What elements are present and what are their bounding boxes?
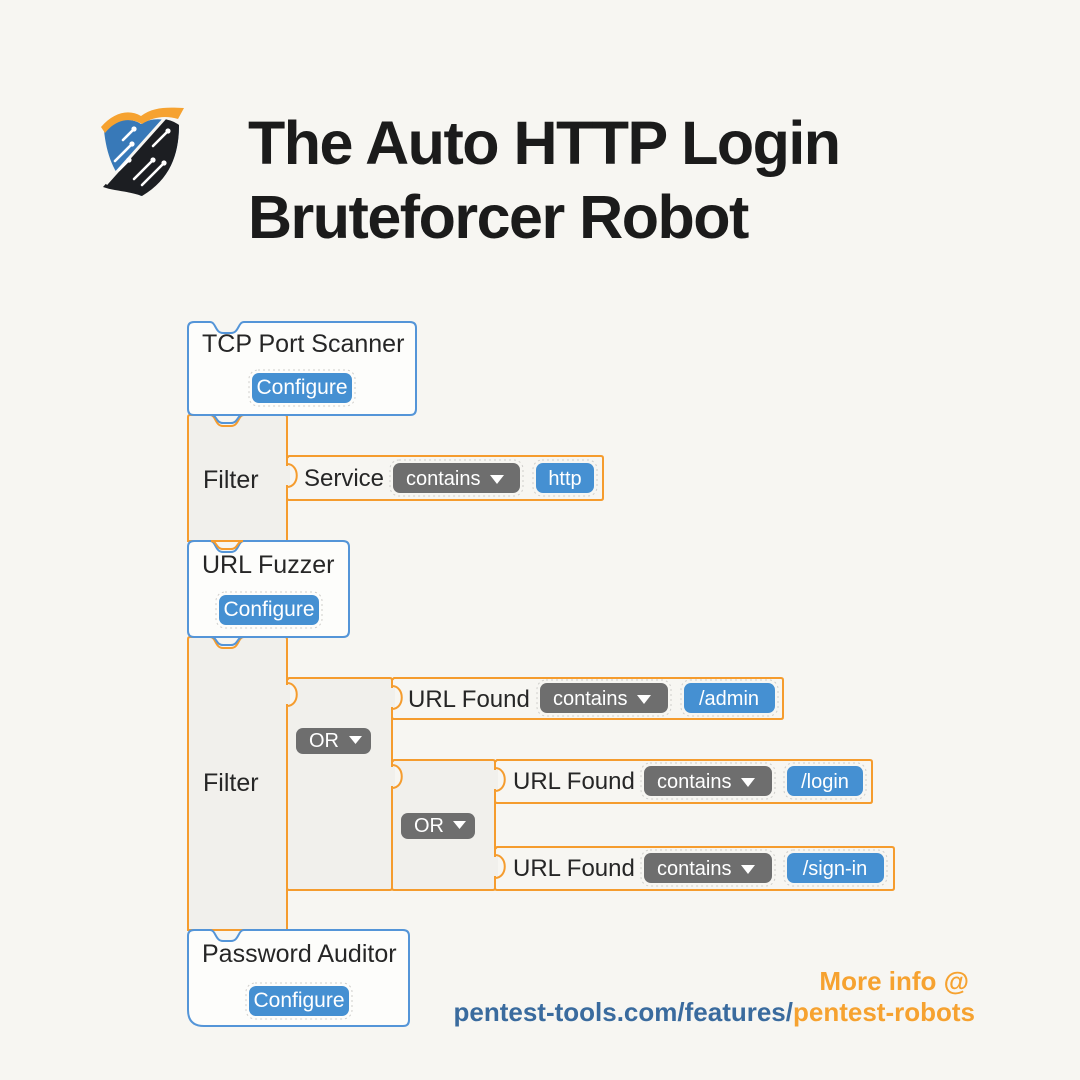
tcp-port-scanner-block[interactable] <box>187 321 417 416</box>
or-outer-group-block[interactable] <box>286 677 393 891</box>
service-operator-dropdown[interactable] <box>393 463 520 493</box>
socket-patch <box>493 857 498 876</box>
page-title-line2: Bruteforcer Robot <box>248 183 749 251</box>
or-outer-dropdown[interactable] <box>296 728 371 754</box>
chip-halo <box>532 459 598 497</box>
auditor-configure-button[interactable] <box>249 986 349 1016</box>
url-admin-field-label: URL Found <box>408 686 530 713</box>
filter2-label: Filter <box>203 769 259 797</box>
chip-halo <box>640 762 776 800</box>
button-halo <box>215 591 323 629</box>
password-auditor-title: Password Auditor <box>202 940 397 968</box>
url-admin-operator-label: contains <box>553 688 628 710</box>
url-login-operator-dropdown[interactable] <box>644 766 772 796</box>
footer-url[interactable]: pentest-tools.com/features/pentest-robot… <box>453 997 975 1028</box>
shield-rim <box>101 107 184 133</box>
tcp-configure-label: Configure <box>256 376 347 399</box>
dropdown-caret-icon <box>490 475 504 484</box>
socket-patch <box>285 685 290 704</box>
url-signin-field-label: URL Found <box>513 855 635 882</box>
tcp-port-scanner-title: TCP Port Scanner <box>202 330 404 358</box>
url-signin-operator-label: contains <box>657 858 732 880</box>
button-halo <box>245 982 353 1020</box>
footer-url-prefix[interactable]: pentest-tools.com/features/ <box>453 997 793 1027</box>
url-admin-operator-dropdown[interactable] <box>540 683 668 713</box>
dropdown-caret-icon <box>637 695 651 704</box>
footer: More info @ pentest-tools.com/features/p… <box>453 966 975 1028</box>
more-info-text: More info @ <box>819 966 969 996</box>
url-login-operator-label: contains <box>657 771 732 793</box>
seam-tab <box>210 414 244 424</box>
or-inner-label: OR <box>414 815 444 837</box>
page-title: The Auto HTTP Login Bruteforcer Robot <box>248 106 841 254</box>
service-field-label: Service <box>304 465 384 492</box>
socket-patch <box>285 466 290 485</box>
chip-halo <box>783 762 867 800</box>
service-value-chip[interactable] <box>536 463 594 493</box>
url-fuzzer-title: URL Fuzzer <box>202 551 334 579</box>
url-login-value-label: /login <box>801 771 849 793</box>
chip-halo <box>536 679 672 717</box>
chip-halo <box>640 849 776 887</box>
url-signin-operator-dropdown[interactable] <box>644 853 772 883</box>
socket-patch <box>390 767 395 786</box>
shield-divider <box>104 117 167 185</box>
pentest-tools-shield-logo <box>101 107 184 196</box>
socket-patch <box>390 688 395 707</box>
url-login-value-chip[interactable] <box>787 766 863 796</box>
socket-patch <box>493 770 498 789</box>
password-auditor-block[interactable] <box>187 929 410 1027</box>
auditor-configure-label: Configure <box>253 989 344 1012</box>
button-halo <box>248 369 356 407</box>
service-operator-label: contains <box>406 468 481 490</box>
service-value-label: http <box>548 468 581 490</box>
dropdown-caret-icon <box>741 865 755 874</box>
dropdown-caret-icon <box>741 778 755 787</box>
url-admin-value-label: /admin <box>699 688 759 710</box>
tcp-configure-button[interactable] <box>252 373 352 403</box>
url-admin-value-chip[interactable] <box>684 683 775 713</box>
or-outer-label: OR <box>309 730 339 752</box>
fuzzer-configure-button[interactable] <box>219 595 319 625</box>
dropdown-caret-icon <box>349 736 362 744</box>
url-signin-value-chip[interactable] <box>787 853 884 883</box>
footer-url-highlight[interactable]: pentest-robots <box>793 997 975 1027</box>
seam-tab <box>210 636 244 646</box>
circuit-traces <box>113 126 171 187</box>
fuzzer-configure-label: Configure <box>223 598 314 621</box>
filter1-label: Filter <box>203 466 259 494</box>
page-title-line1: The Auto HTTP Login <box>248 109 841 177</box>
dropdown-caret-icon <box>453 821 466 829</box>
url-login-field-label: URL Found <box>513 768 635 795</box>
or-inner-dropdown[interactable] <box>401 813 475 839</box>
url-signin-value-label: /sign-in <box>803 858 867 880</box>
seam-tab <box>210 540 244 550</box>
